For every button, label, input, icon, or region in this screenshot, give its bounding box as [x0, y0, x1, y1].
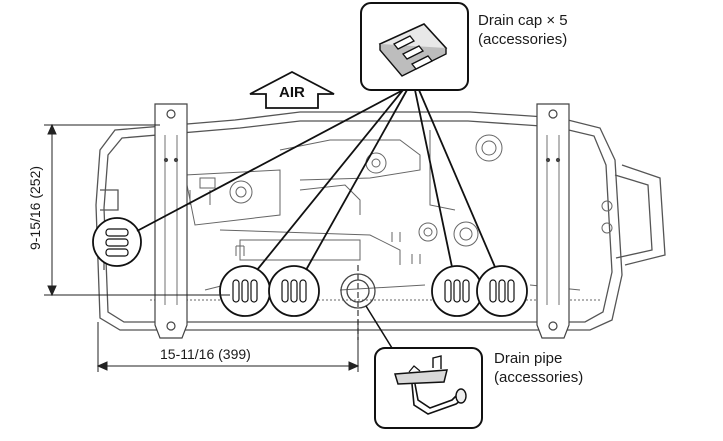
drain-cap-icon: [378, 23, 448, 77]
drain-hole-left-side: [92, 217, 142, 267]
mounting-bracket-right: [536, 103, 570, 339]
airflow-label: AIR: [279, 84, 305, 101]
drain-pipe-label: Drain pipe: [494, 350, 563, 367]
drain-hole-bottom-3: [431, 265, 483, 317]
drain-pipe-leader-line: [365, 305, 393, 349]
width-dimension-label: 15-11/16 (399): [160, 346, 251, 362]
drain-pipe-accessories-label: (accessories): [494, 369, 584, 386]
drain-cap-accessories-label: (accessories): [478, 31, 568, 48]
drain-cap-leader-lines: [136, 89, 496, 271]
drain-pipe-callout-box: [374, 347, 483, 429]
drain-holes: [92, 217, 528, 317]
mounting-bracket-left: [154, 103, 188, 339]
drain-cap-label: Drain cap × 5: [478, 12, 568, 29]
width-dimension-line: [96, 320, 360, 372]
height-dimension-label: 9-15/16 (252): [27, 165, 43, 251]
drain-pipe-port: [340, 265, 376, 340]
airflow-arrow-icon: [249, 70, 335, 109]
drain-hole-bottom-1: [219, 265, 271, 317]
drain-hole-bottom-4: [476, 265, 528, 317]
drain-cap-callout-box: [360, 2, 469, 91]
height-dimension-line: [44, 123, 230, 297]
drain-pipe-icon: [394, 355, 467, 415]
drain-hole-bottom-2: [268, 265, 320, 317]
